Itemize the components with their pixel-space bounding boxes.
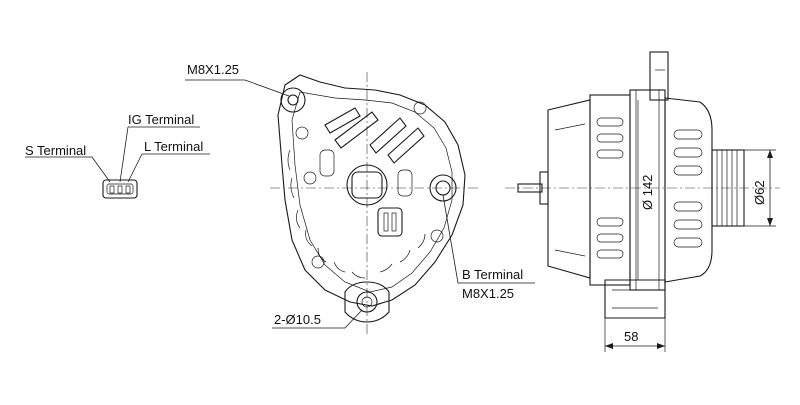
ig-terminal-label: IG Terminal (128, 112, 194, 127)
mount-holes-label: 2-Ø10.5 (274, 312, 321, 327)
connector-plug (102, 179, 138, 199)
terminal-leaders (25, 126, 210, 183)
width-dimension-label: 58 (624, 329, 638, 344)
b-terminal-label: B Terminal (462, 267, 523, 282)
b-terminal-thread-label: M8X1.25 (462, 286, 514, 301)
front-view-leaders (185, 79, 535, 329)
alternator-rear-view (277, 74, 466, 323)
dimension-lines (604, 100, 776, 352)
pulley-diameter-label: Ø62 (752, 180, 767, 205)
s-terminal-label: S Terminal (25, 143, 86, 158)
housing-diameter-label: Ø 142 (640, 175, 655, 210)
alternator-side-view (517, 51, 745, 319)
mount-thread-label: M8X1.25 (187, 62, 239, 77)
l-terminal-label: L Terminal (144, 139, 203, 154)
